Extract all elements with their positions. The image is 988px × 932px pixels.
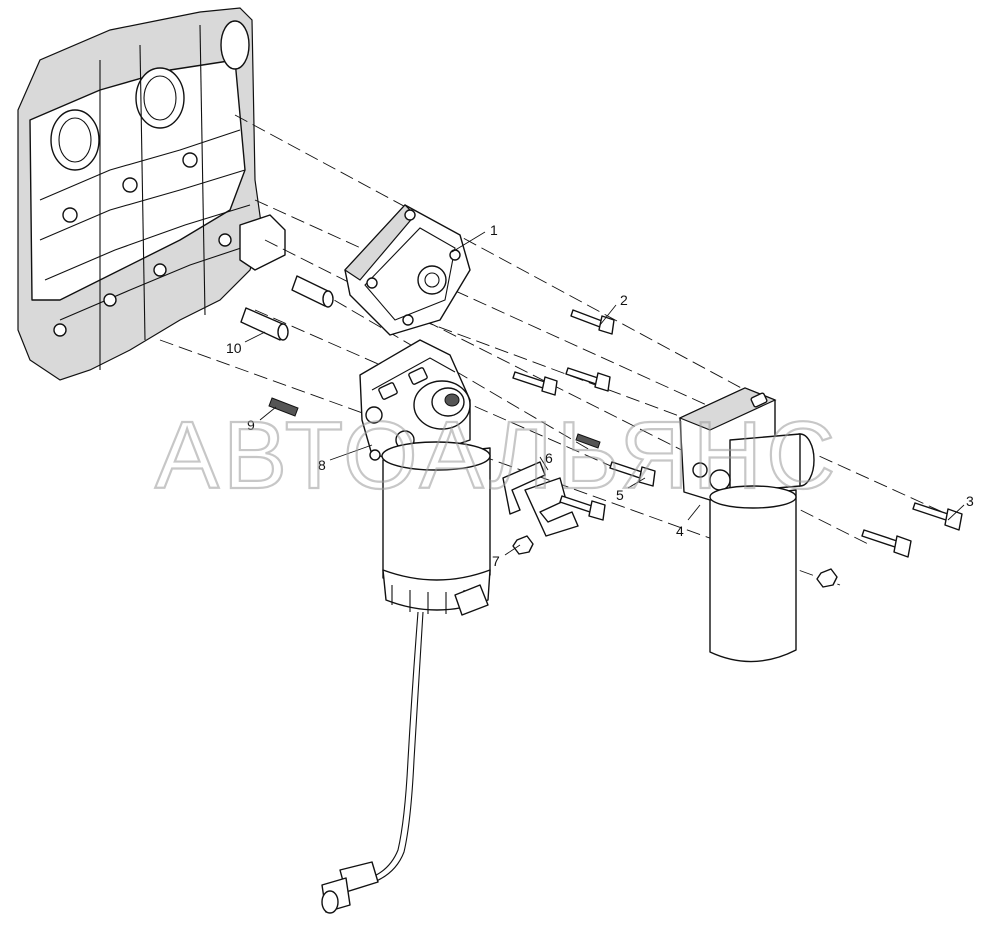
part-8-fuel-filter-assembly bbox=[321, 339, 491, 914]
callout-6: 6 bbox=[545, 450, 553, 466]
part-10-spacers bbox=[240, 275, 334, 341]
bolts bbox=[512, 309, 963, 558]
callout-7: 7 bbox=[492, 553, 500, 569]
part-7-nuts bbox=[512, 535, 838, 588]
assembly-centerlines bbox=[159, 114, 961, 586]
engine-block bbox=[17, 7, 286, 381]
part-6-clip-bracket bbox=[502, 461, 579, 537]
part-9-stud bbox=[268, 397, 299, 417]
callout-10: 10 bbox=[226, 340, 242, 356]
part-4-oil-filter-assembly bbox=[678, 387, 815, 663]
callout-5: 5 bbox=[616, 487, 624, 503]
watermark-text: АВТОАЛЬЯНС bbox=[155, 402, 839, 509]
callout-1: 1 bbox=[490, 222, 498, 238]
callout-8: 8 bbox=[318, 457, 326, 473]
callout-2: 2 bbox=[620, 292, 628, 308]
callout-3: 3 bbox=[966, 493, 974, 509]
callout-4: 4 bbox=[676, 523, 684, 539]
part-1-mounting-bracket bbox=[344, 204, 471, 336]
callout-9: 9 bbox=[247, 417, 255, 433]
callout-labels: 1 2 3 4 5 6 7 8 9 10 bbox=[226, 222, 974, 569]
leader-lines bbox=[244, 231, 965, 556]
